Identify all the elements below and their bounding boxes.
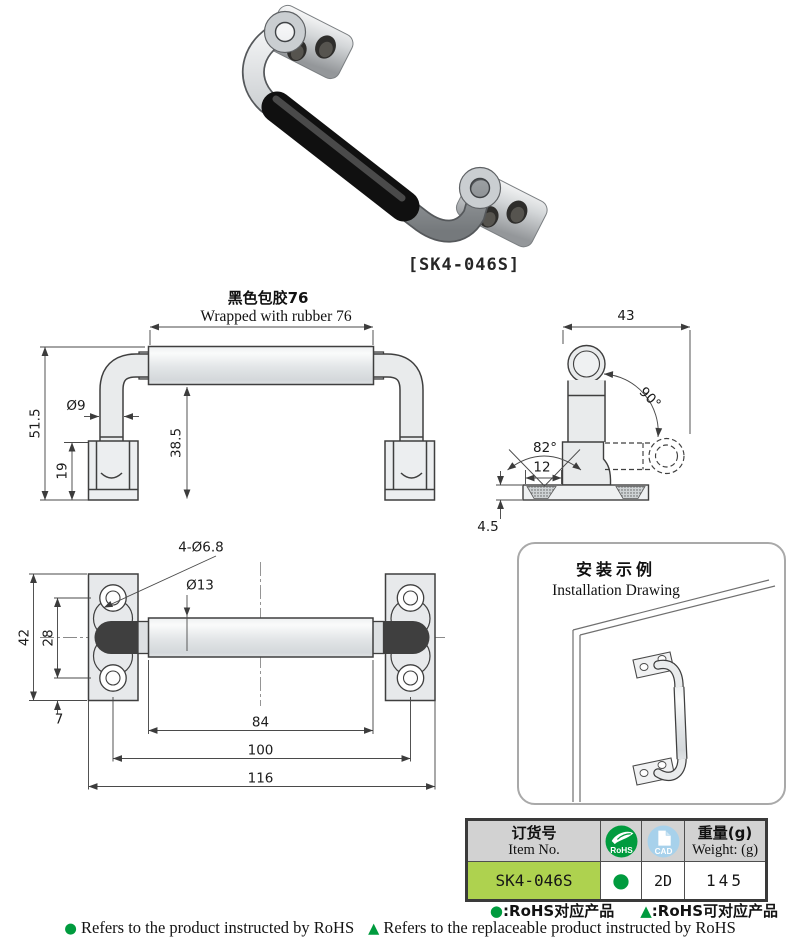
dim-hole-pitch: 28 bbox=[41, 629, 57, 646]
dim-fold-angle: 90° bbox=[636, 384, 664, 412]
legend-cn-dot-text: :RoHS对应产品 bbox=[503, 902, 615, 920]
plan-grip bbox=[137, 617, 385, 658]
installation-title-en: Installation Drawing bbox=[552, 582, 680, 599]
dim-depth: 43 bbox=[617, 308, 634, 324]
dim-plate-thickness: 4.5 bbox=[477, 519, 498, 535]
side-handle-body bbox=[522, 344, 650, 501]
rohs-legend-en: ● Refers to the product instructed by Ro… bbox=[30, 918, 770, 938]
dim-mounting-holes: 4-Ø6.8 bbox=[178, 540, 224, 556]
dim-hole-edge: 7 bbox=[55, 712, 64, 728]
dim-overall-height: 51.5 bbox=[28, 408, 44, 438]
front-dimensions bbox=[40, 346, 191, 501]
item-no-header: 订货号 Item No. bbox=[466, 819, 601, 862]
legend-en-dot-text: Refers to the product instructed by RoHS bbox=[81, 918, 355, 937]
svg-text:RoHS: RoHS bbox=[610, 845, 633, 854]
plan-dimensions bbox=[29, 573, 436, 790]
installation-title-cn: 安装示例 bbox=[575, 560, 656, 579]
holes-leader-line bbox=[103, 555, 217, 608]
front-handle-body bbox=[99, 345, 424, 474]
item-no-header-en: Item No. bbox=[508, 841, 560, 858]
legend-en-triangle-text: Refers to the replaceable product instru… bbox=[383, 918, 736, 937]
fold-angle-arc bbox=[603, 371, 663, 438]
dim-grip-length: 84 bbox=[252, 715, 269, 731]
installation-title: 安装示例 Installation Drawing bbox=[527, 556, 705, 600]
legend-en-triangle-marker: ▲ bbox=[368, 921, 380, 937]
installation-drawing bbox=[572, 579, 776, 802]
legend-cn-triangle-marker: ▲ bbox=[640, 902, 652, 920]
dim-line-12 bbox=[525, 470, 562, 484]
dim-line-43 bbox=[562, 323, 691, 434]
cad-icon: CAD bbox=[647, 825, 679, 857]
legend-en-dot-marker: ● bbox=[64, 921, 77, 937]
legend-cn-triangle-text: :RoHS可对应产品 bbox=[651, 902, 778, 920]
item-no-value: SK4-046S bbox=[466, 861, 601, 901]
legend-cn-dot-marker: ● bbox=[489, 902, 504, 920]
dim-countersink-width: 12 bbox=[533, 460, 550, 476]
front-view: 黑色包胶76 Wrapped with rubber 76 bbox=[28, 289, 436, 501]
svg-text:CAD: CAD bbox=[654, 846, 672, 855]
weight-header-en: Weight: (g) bbox=[691, 841, 759, 858]
rohs-icon: RoHS bbox=[605, 825, 637, 857]
dim-line-76 bbox=[149, 323, 374, 345]
spec-table-data-row: SK4-046S ● 2D 145 bbox=[466, 861, 767, 901]
side-folded-position bbox=[605, 437, 685, 475]
spec-table: 订货号 Item No. RoHS CAD bbox=[465, 818, 768, 902]
dim-grip-clearance: 38.5 bbox=[169, 428, 185, 458]
installation-panel: 安装示例 Installation Drawing bbox=[517, 542, 786, 805]
dim-bracket-height: 19 bbox=[55, 462, 71, 479]
rohs-dot: ● bbox=[612, 867, 630, 892]
front-mounting-blocks bbox=[87, 440, 436, 501]
dim-tube-diameter: Ø9 bbox=[66, 398, 85, 414]
item-no-header-cn: 订货号 bbox=[511, 823, 557, 842]
side-view: 43 90° bbox=[477, 308, 691, 535]
photo-hinge-knuckles bbox=[263, 10, 502, 210]
weight-header: 重量(g) Weight: (g) bbox=[684, 819, 767, 862]
rohs-legend-cn: ●:RoHS对应产品 ▲:RoHS可对应产品 bbox=[430, 900, 778, 921]
rubber-label-cn: 黑色包胶76 bbox=[228, 289, 309, 307]
spec-table-header-row: 订货号 Item No. RoHS CAD bbox=[466, 819, 767, 862]
rohs-status-cell: ● bbox=[600, 861, 642, 901]
dim-hole-span: 100 bbox=[248, 743, 274, 759]
photo-rubber-grip bbox=[261, 91, 420, 222]
cad-value: 2D bbox=[641, 861, 685, 901]
dim-line-4-5 bbox=[496, 471, 522, 519]
dim-overall-length: 116 bbox=[248, 771, 274, 787]
weight-value: 145 bbox=[684, 861, 767, 901]
dim-plate-length: 42 bbox=[18, 629, 33, 646]
cad-header-cell: CAD bbox=[641, 819, 685, 862]
door-panel-edges bbox=[572, 579, 776, 802]
dim-grip-diameter: Ø13 bbox=[186, 578, 214, 594]
dim-countersink-angle: 82° bbox=[533, 440, 557, 456]
plan-view: 4-Ø6.8 Ø13 42 28 7 84 100 116 bbox=[18, 540, 446, 790]
product-photo bbox=[241, 4, 548, 248]
product-code-label: [SK4-046S] bbox=[407, 255, 521, 275]
rubber-label-en: Wrapped with rubber 76 bbox=[200, 308, 352, 325]
weight-header-cn: 重量(g) bbox=[697, 823, 753, 842]
rohs-header-cell: RoHS bbox=[600, 819, 642, 862]
installed-handle bbox=[632, 651, 688, 786]
